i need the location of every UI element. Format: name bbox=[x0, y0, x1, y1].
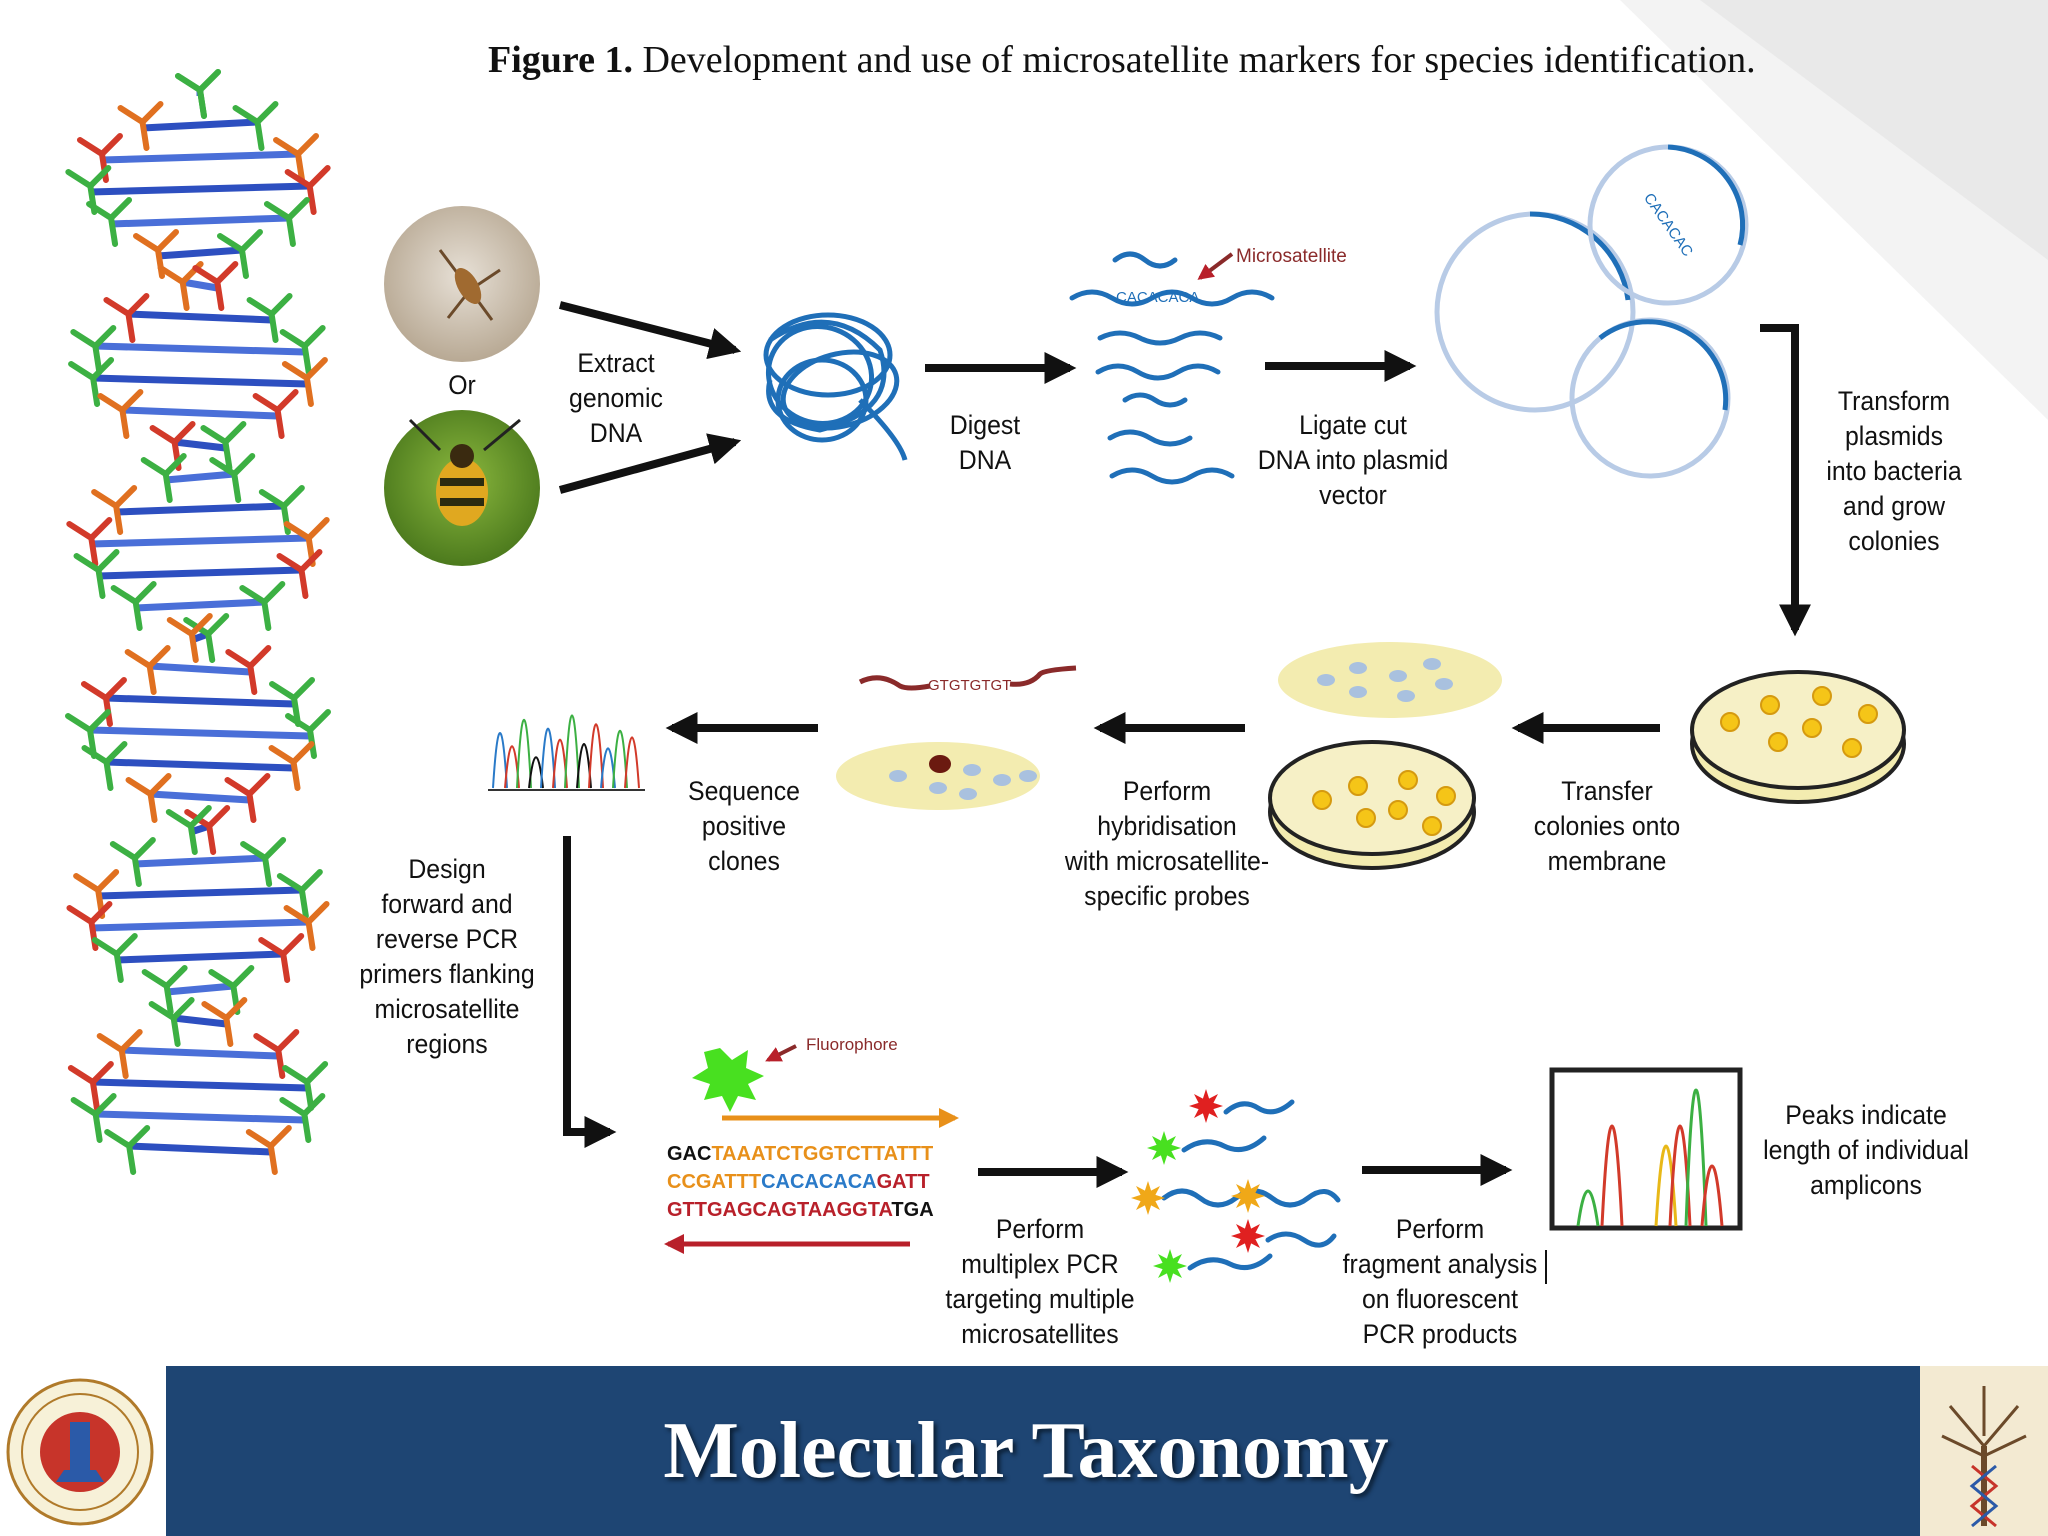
arrow-design bbox=[563, 836, 617, 1148]
slide-title: Molecular Taxonomy bbox=[663, 1407, 1389, 1495]
sequence-segment: TAAATCTGGTCTTATTT bbox=[711, 1143, 934, 1165]
fluorophore-label: Fluorophore bbox=[806, 1035, 898, 1054]
dna-tree-logo bbox=[1920, 1366, 2048, 1536]
electropherogram bbox=[1549, 1067, 1743, 1231]
sequence-line: CCGATTTCACACACAGATT bbox=[667, 1171, 930, 1194]
figure-title: Figure 1. Development and use of microsa… bbox=[488, 38, 1888, 82]
amplicon-fluorophore bbox=[1189, 1089, 1223, 1123]
extract-label: Extract genomic DNA bbox=[569, 348, 663, 448]
mosquito-photo bbox=[384, 206, 540, 362]
figure-caption: Development and use of microsatellite ma… bbox=[632, 39, 1756, 81]
fluorophore-pointer bbox=[765, 1044, 797, 1062]
microsatellite-label: Microsatellite bbox=[1236, 246, 1347, 267]
sequence-segment: GATT bbox=[876, 1171, 930, 1193]
plasmids bbox=[1434, 144, 1749, 479]
arrow-extract-1 bbox=[559, 301, 742, 360]
dna-helix-icon bbox=[65, 69, 331, 1175]
fluorescent-amplicons bbox=[1131, 1089, 1341, 1283]
genomic-dna-tangle bbox=[763, 312, 908, 461]
amplicon-fluorophore bbox=[1231, 1179, 1265, 1213]
design-label: Design forward and reverse PCR primers f… bbox=[359, 854, 535, 1059]
amplicon-fluorophore bbox=[1147, 1131, 1181, 1165]
chromatogram bbox=[488, 714, 645, 791]
ligate-label: Ligate cut DNA into plasmid vector bbox=[1257, 410, 1449, 510]
membrane-and-plate bbox=[1268, 642, 1502, 870]
slide-background bbox=[65, 0, 2048, 1175]
hybridise-label: Perform hybridisation with microsatellit… bbox=[1064, 776, 1270, 911]
sequence-line: GTTGAGCAGTAAGGTATGA bbox=[667, 1199, 934, 1222]
microsatellite-pointer bbox=[1197, 252, 1234, 280]
transfer-label: Transfer colonies onto membrane bbox=[1533, 776, 1681, 876]
sequence-segment: CCGATTT bbox=[667, 1171, 762, 1193]
footer-band bbox=[166, 1366, 1920, 1536]
transform-label: Transform plasmids into bacteria and gro… bbox=[1826, 386, 1962, 556]
probe-hybridisation bbox=[836, 665, 1077, 810]
icmr-logo bbox=[0, 1366, 166, 1536]
amplicon-fluorophore bbox=[1231, 1219, 1265, 1253]
dna-fragments bbox=[1069, 251, 1275, 485]
footer-bar: Molecular Taxonomy bbox=[0, 1366, 2048, 1536]
sequence-segment: CACACACA bbox=[761, 1171, 877, 1193]
fragment-label: Perform fragment analysis on fluorescent… bbox=[1342, 1214, 1538, 1349]
sequence-segment: GAC bbox=[667, 1143, 712, 1165]
figure-diagram bbox=[384, 144, 1906, 1284]
probe-sequence-label: GTGTGTGT bbox=[928, 677, 1012, 694]
sequence-line: GACTAAATCTGGTCTTATTT bbox=[667, 1143, 933, 1166]
sequence-segment: GTTGAGCAGTAAGGTA bbox=[667, 1199, 892, 1221]
digest-label: Digest DNA bbox=[949, 410, 1021, 475]
multiplex-label: Perform multiplex PCR targeting multiple… bbox=[945, 1214, 1135, 1349]
cacaca-strand-label: CACACACA bbox=[1116, 289, 1200, 306]
petri-dish-colonies bbox=[1690, 670, 1906, 804]
sequence-label: Sequence positive clones bbox=[688, 776, 800, 876]
arrow-transform bbox=[1760, 324, 1811, 637]
arrow-extract-2 bbox=[558, 433, 742, 494]
figure-number: Figure 1. bbox=[488, 39, 633, 81]
sequence-segment: TGA bbox=[891, 1199, 934, 1221]
or-label: Or bbox=[448, 370, 476, 400]
peaks-label: Peaks indicate length of individual ampl… bbox=[1763, 1100, 1969, 1200]
fluorophore-star bbox=[692, 1048, 764, 1112]
fly-photo bbox=[384, 410, 540, 566]
amplicon-fluorophore bbox=[1131, 1181, 1165, 1215]
amplicon-fluorophore bbox=[1153, 1249, 1187, 1283]
